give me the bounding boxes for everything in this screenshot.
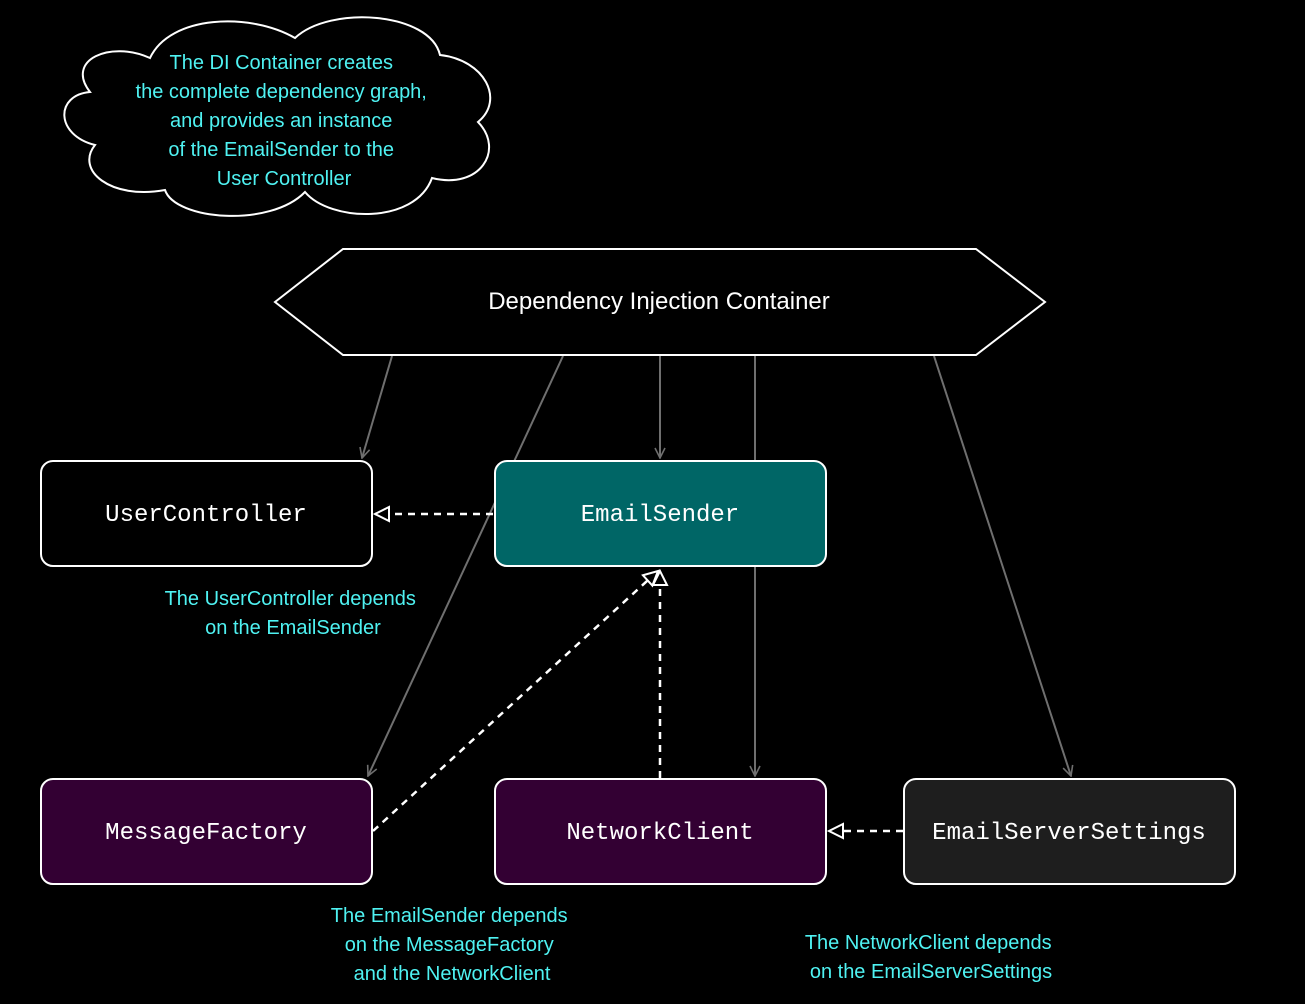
box-networkclient: NetworkClient [494, 778, 827, 885]
emailsender-label: EmailSender [581, 502, 739, 529]
networkclient-label: NetworkClient [566, 820, 753, 847]
usercontroller-note: The UserController depends on the EmailS… [165, 588, 422, 639]
di-container-shape [273, 248, 1047, 356]
box-messagefactory: MessageFactory [40, 778, 373, 885]
box-emailsender: EmailSender [494, 460, 827, 567]
emailserversettings-label: EmailServerSettings [932, 820, 1206, 847]
box-emailserversettings: EmailServerSettings [903, 778, 1236, 885]
messagefactory-label: MessageFactory [105, 820, 307, 847]
dependency-edges [372, 514, 903, 831]
emailsender-note: The EmailSender depends on the MessageFa… [331, 905, 573, 985]
edge-container-to-messagefactory [368, 355, 564, 776]
cloud-shape [63, 16, 492, 217]
box-usercontroller: UserController [40, 460, 373, 567]
networkclient-note: The NetworkClient depends on the EmailSe… [805, 932, 1057, 983]
cloud-note: The DI Container creates the complete de… [63, 16, 492, 217]
di-container-label: Dependency Injection Container [488, 288, 830, 315]
edge-container-to-usercontroller [362, 355, 393, 458]
di-container: Dependency Injection Container [273, 248, 1047, 356]
edge-container-to-emailserversettings [933, 355, 1071, 776]
cloud-text: The DI Container creates the complete de… [136, 52, 433, 190]
usercontroller-label: UserController [105, 502, 307, 529]
